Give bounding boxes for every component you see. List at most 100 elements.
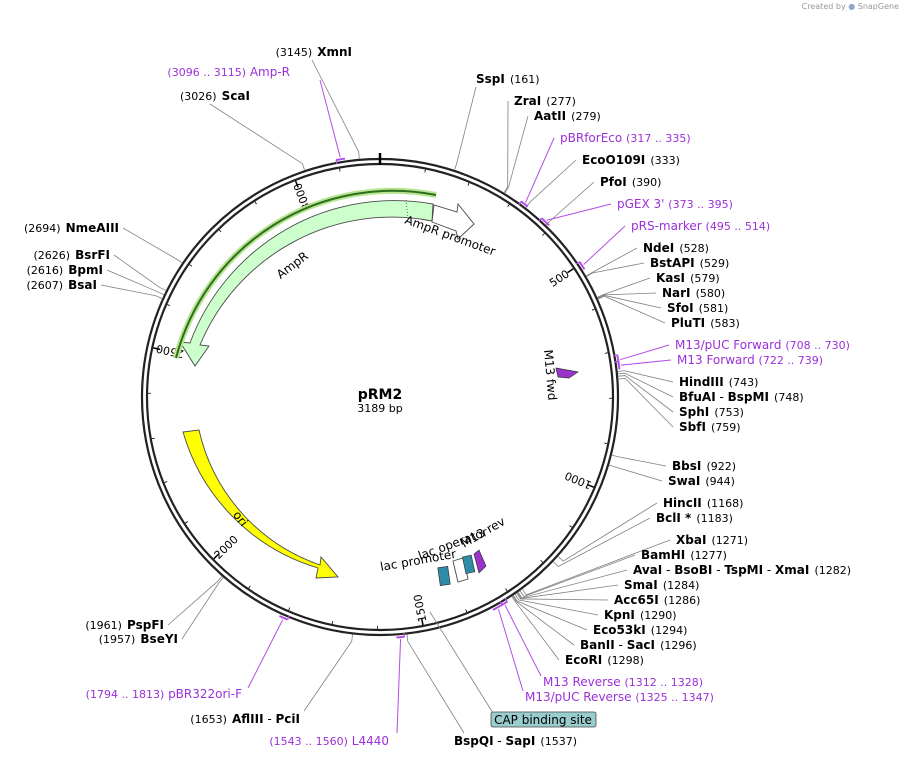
enzyme-leader bbox=[521, 539, 671, 596]
primer-m13-reverse[interactable]: M13 Reverse (1312 .. 1328) bbox=[543, 675, 703, 689]
enzyme-leader bbox=[511, 596, 560, 661]
backbone bbox=[140, 153, 620, 637]
enzyme-xbai[interactable]: XbaI (1271) bbox=[676, 529, 748, 548]
enzyme-eco0109i[interactable]: EcoO109I (333) bbox=[582, 149, 680, 168]
enzyme-bpmi[interactable]: (2616) BpmI bbox=[27, 259, 103, 278]
enzyme-pluti[interactable]: PluTI (583) bbox=[671, 312, 740, 331]
enzyme-pspfi[interactable]: (1961) PspFI bbox=[85, 614, 164, 633]
feature-m13-fwd[interactable] bbox=[555, 367, 579, 379]
primer-pgex3[interactable]: pGEX 3' (373 .. 395) bbox=[617, 197, 733, 211]
enzyme-sspi[interactable]: SspI (161) bbox=[476, 68, 540, 87]
enzyme-label-acc65i: Acc65I (1286) bbox=[614, 589, 700, 608]
enzyme-label-aatii: AatII (279) bbox=[534, 105, 601, 124]
enzyme-bstapi[interactable]: BstAPI (529) bbox=[650, 252, 729, 271]
feature-ampr-promoter[interactable] bbox=[431, 202, 475, 240]
enzyme-sbfi[interactable]: SbfI (759) bbox=[679, 416, 741, 435]
enzyme-afliii[interactable]: (1653) AflIII - PciI bbox=[190, 708, 300, 727]
enzyme-leader bbox=[454, 86, 477, 171]
primer-m13-forward[interactable]: M13 Forward (722 .. 739) bbox=[677, 353, 823, 367]
ampr-dotted-split bbox=[405, 199, 409, 219]
scale-tick bbox=[604, 352, 608, 354]
scale-tick bbox=[331, 620, 334, 625]
enzyme-label-kasi: KasI (579) bbox=[656, 267, 720, 286]
scale-tick bbox=[569, 525, 573, 528]
primer-amp-r[interactable]: (3096 .. 3115) Amp-R bbox=[167, 65, 290, 79]
enzyme-leader bbox=[608, 464, 663, 482]
site-labels: (3145) XmnI (3026) ScaI (2694) NmeAIII (262… bbox=[24, 41, 851, 749]
primer-leader bbox=[620, 359, 672, 366]
enzyme-label-bseyi: (1957) BseYI bbox=[99, 628, 178, 647]
enzyme-leader bbox=[617, 370, 674, 383]
enzyme-leader bbox=[617, 372, 674, 398]
enzyme-xmni[interactable]: (3145) XmnI bbox=[276, 41, 352, 60]
enzyme-nmeaiii[interactable]: (2694) NmeAIII bbox=[24, 217, 119, 236]
enzyme-ecori[interactable]: EcoRI (1298) bbox=[565, 649, 644, 668]
enzyme-bspqi[interactable]: BspQI - SapI (1537) bbox=[454, 730, 577, 749]
credit-brand: SnapGene bbox=[857, 2, 899, 11]
enzyme-eco53ki[interactable]: Eco53kI (1294) bbox=[593, 619, 687, 638]
enzyme-label-banii: BanII - SacI (1296) bbox=[580, 634, 697, 653]
enzyme-bsrfi[interactable]: (2626) BsrFI bbox=[33, 244, 110, 263]
enzyme-scai[interactable]: (3026) ScaI bbox=[180, 85, 250, 104]
primer-mark bbox=[617, 361, 621, 370]
enzyme-leader bbox=[406, 634, 465, 734]
primer-leader bbox=[619, 344, 670, 361]
enzyme-label-hindiii: HindIII (743) bbox=[679, 371, 758, 390]
primer-m13puc-forward[interactable]: M13/pUC Forward (708 .. 730) bbox=[675, 338, 850, 352]
enzyme-aatii[interactable]: AatII (279) bbox=[534, 105, 601, 124]
scale-tick bbox=[542, 233, 545, 236]
feature-ampr[interactable] bbox=[179, 200, 434, 367]
enzyme-kpni[interactable]: KpnI (1290) bbox=[604, 604, 677, 623]
enzyme-hincii[interactable]: HincII (1168) bbox=[663, 492, 743, 511]
enzyme-hindiii[interactable]: HindIII (743) bbox=[679, 371, 758, 390]
enzyme-leader bbox=[122, 227, 183, 264]
enzyme-avai[interactable]: AvaI - BsoBI - TspMI - XmaI (1282) bbox=[633, 559, 851, 578]
primer-m13puc-reverse[interactable]: M13/pUC Reverse (1325 .. 1347) bbox=[525, 690, 714, 704]
primer-label-m13puc-reverse: M13/pUC Reverse (1325 .. 1347) bbox=[525, 690, 714, 704]
primer-l4440[interactable]: (1543 .. 1560) L4440 bbox=[269, 734, 389, 748]
enzyme-leader bbox=[597, 277, 651, 298]
primer-label-prs-marker: pRS-marker (495 .. 514) bbox=[631, 219, 770, 233]
enzyme-label-scai: (3026) ScaI bbox=[180, 85, 250, 104]
feature-ori[interactable] bbox=[182, 429, 339, 579]
enzyme-bbsi[interactable]: BbsI (922) bbox=[672, 455, 736, 474]
feature-lac-operator[interactable] bbox=[462, 554, 476, 575]
enzyme-label-hincii: HincII (1168) bbox=[663, 492, 743, 511]
enzyme-ndei[interactable]: NdeI (528) bbox=[643, 237, 709, 256]
primer-mark-end bbox=[335, 159, 338, 165]
enzyme-smai[interactable]: SmaI (1284) bbox=[624, 574, 699, 593]
enzyme-banii[interactable]: BanII - SacI (1296) bbox=[580, 634, 697, 653]
primer-label-m13-reverse: M13 Reverse (1312 .. 1328) bbox=[543, 675, 703, 689]
enzyme-sphi[interactable]: SphI (753) bbox=[679, 401, 744, 420]
enzyme-leader bbox=[597, 295, 666, 324]
enzyme-label-bcli: BclI * (1183) bbox=[656, 507, 733, 526]
scale-tick bbox=[467, 182, 470, 186]
enzyme-leader bbox=[113, 254, 167, 291]
enzyme-acc65i[interactable]: Acc65I (1286) bbox=[614, 589, 700, 608]
enzyme-bsai[interactable]: (2607) BsaI bbox=[26, 274, 97, 293]
enzyme-bcli[interactable]: BclI * (1183) bbox=[656, 507, 733, 526]
enzyme-bfuai[interactable]: BfuAI - BspMI (748) bbox=[679, 386, 804, 405]
primer-pbr322ori-f[interactable]: (1794 .. 1813) pBR322ori-F bbox=[86, 687, 242, 701]
feature-m13-rev[interactable] bbox=[473, 549, 487, 574]
enzyme-bseyi[interactable]: (1957) BseYI bbox=[99, 628, 178, 647]
primer-prs-marker[interactable]: pRS-marker (495 .. 514) bbox=[631, 219, 770, 233]
scale-tick bbox=[604, 442, 608, 445]
enzyme-swai[interactable]: SwaI (944) bbox=[668, 470, 735, 489]
primer-pbrforeco[interactable]: pBRforEco (317 .. 335) bbox=[560, 131, 691, 145]
plasmid-size: 3189 bp bbox=[357, 402, 402, 415]
enzyme-bamhi[interactable]: BamHI (1277) bbox=[641, 544, 727, 563]
cap-binding-site-box[interactable] bbox=[490, 711, 597, 728]
enzyme-nari[interactable]: NarI (580) bbox=[662, 282, 725, 301]
scale-tick bbox=[424, 169, 426, 173]
scale-tick bbox=[151, 437, 155, 440]
scale-tick bbox=[218, 229, 222, 233]
enzyme-leader bbox=[512, 595, 575, 646]
enzyme-sfoi[interactable]: SfoI (581) bbox=[667, 297, 728, 316]
enzyme-zrai[interactable]: ZraI (277) bbox=[514, 90, 576, 109]
enzyme-label-bstapi: BstAPI (529) bbox=[650, 252, 729, 271]
enzyme-pfoi[interactable]: PfoI (390) bbox=[600, 171, 661, 190]
enzyme-leader bbox=[618, 378, 674, 428]
scale-tick bbox=[213, 553, 220, 560]
enzyme-kasi[interactable]: KasI (579) bbox=[656, 267, 720, 286]
